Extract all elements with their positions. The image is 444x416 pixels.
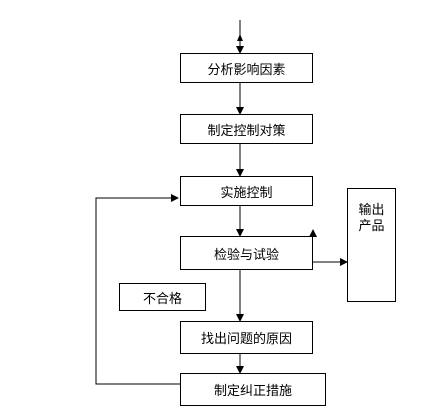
feedback-loop	[95, 194, 180, 385]
analyze-factors-box: 分析影响因素	[180, 53, 313, 83]
input-up-marker	[237, 34, 243, 41]
corrective-action-box: 制定纠正措施	[180, 373, 326, 406]
control-plan-box: 制定控制对策	[180, 114, 313, 144]
implement-control-box: 实施控制	[180, 176, 313, 206]
fail-label-box: 不合格	[119, 283, 206, 311]
pass-marker	[309, 229, 317, 237]
find-cause-box: 找出问题的原因	[180, 321, 313, 354]
inspection-box: 检验与试验	[180, 236, 313, 270]
output-product-box: 输出产品	[347, 188, 396, 302]
output-product-label: 输出产品	[358, 203, 385, 234]
